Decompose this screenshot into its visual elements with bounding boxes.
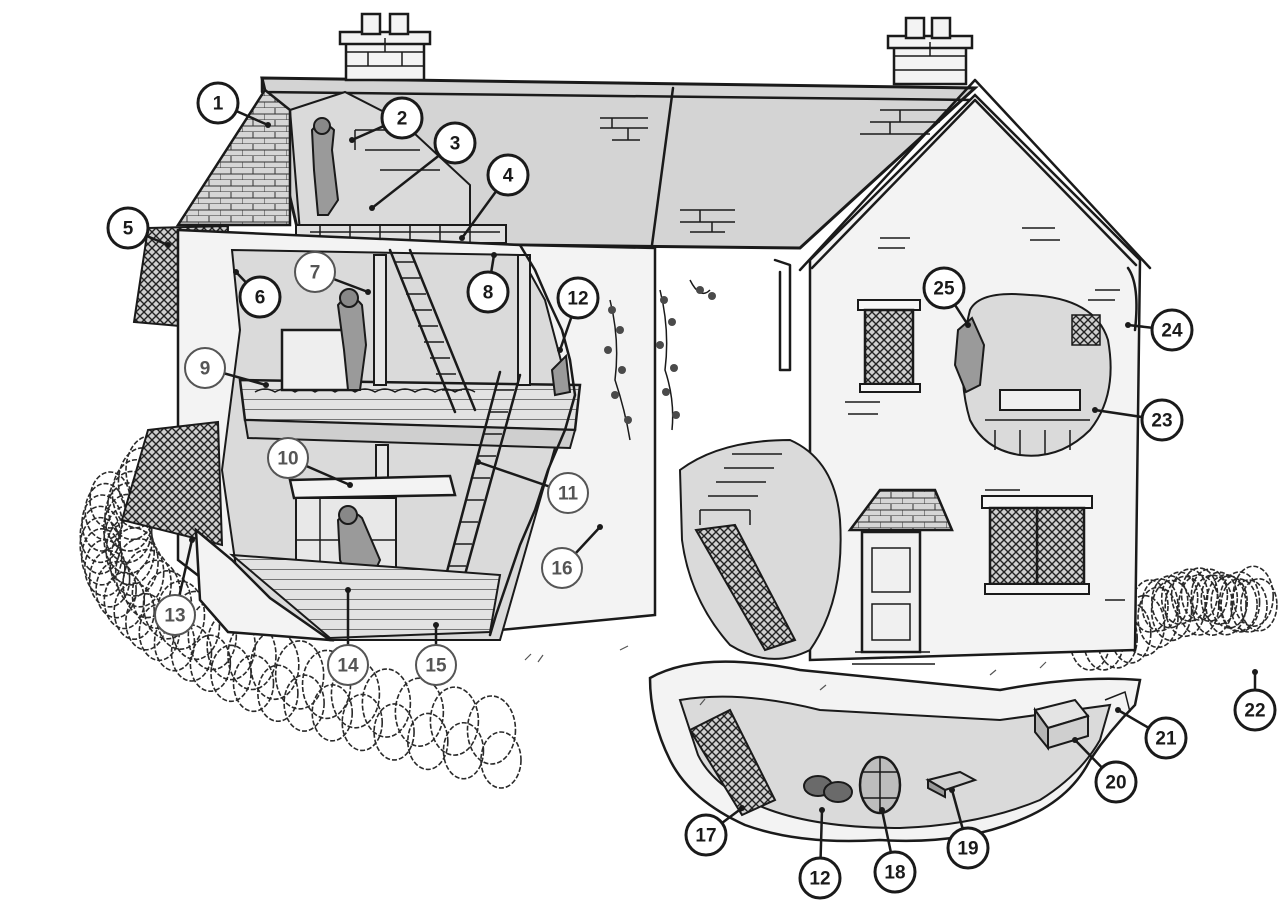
wire-coil [234, 655, 274, 711]
callout-number: 6 [255, 288, 266, 309]
callout-14: 14 [328, 645, 368, 685]
callout-number: 21 [1155, 729, 1177, 750]
wire-coil [430, 687, 478, 755]
callout-pointer-16 [597, 524, 603, 530]
callout-11: 11 [548, 473, 588, 513]
callout-13: 13 [155, 595, 195, 635]
callout-21: 21 [1146, 718, 1186, 758]
callout-number: 7 [310, 263, 321, 284]
callout-number: 16 [551, 559, 572, 580]
callout-number: 12 [809, 869, 830, 890]
callout-15: 15 [416, 645, 456, 685]
callout-23: 23 [1142, 400, 1182, 440]
callout-number: 11 [558, 484, 579, 505]
callout-17: 17 [686, 815, 726, 855]
wire-coil [104, 573, 144, 629]
wire-coil [362, 669, 410, 737]
callout-4: 4 [488, 155, 528, 195]
callout-pointer-10 [347, 482, 353, 488]
callout-number: 19 [957, 839, 978, 860]
callout-19: 19 [948, 828, 988, 868]
callout-20: 20 [1096, 762, 1136, 802]
callout-number: 12 [567, 289, 588, 310]
wire-coil [408, 713, 448, 769]
callout-pointer-11 [475, 459, 481, 465]
callout-number: 4 [503, 166, 514, 187]
callout-pointer-15 [433, 622, 439, 628]
cellar-cutaway [650, 662, 1140, 841]
callout-pointer-23 [1092, 407, 1098, 413]
callout-12: 12 [558, 278, 598, 318]
callout-pointer-20 [1072, 737, 1078, 743]
callout-number: 3 [450, 134, 461, 155]
callout-number: 8 [483, 283, 494, 304]
callout-pointer-1 [265, 122, 271, 128]
callout-16: 16 [542, 548, 582, 588]
wire-coil [481, 732, 521, 788]
chimney-left [340, 14, 430, 80]
callout-5: 5 [108, 208, 148, 248]
callout-pointer-5 [165, 242, 171, 248]
callout-pointer-12 [557, 347, 563, 353]
wire-coil [443, 723, 483, 779]
callout-25: 25 [924, 268, 964, 308]
callout-pointer-17 [739, 805, 745, 811]
chimney-right [888, 18, 972, 84]
callout-pointer-12b [819, 807, 825, 813]
callout-6: 6 [240, 277, 280, 317]
wire-coil [284, 675, 324, 731]
callout-number: 10 [277, 449, 298, 470]
callout-pointer-18 [879, 807, 885, 813]
callout-pointer-3 [369, 205, 375, 211]
callout-number: 18 [884, 863, 905, 884]
callout-number: 2 [397, 109, 408, 130]
callout-pointer-2 [349, 137, 355, 143]
callout-pointer-25 [965, 322, 971, 328]
callout-24: 24 [1152, 310, 1192, 350]
callout-number: 1 [213, 94, 224, 115]
callout-1: 1 [198, 83, 238, 123]
callout-8: 8 [468, 272, 508, 312]
callout-pointer-14 [345, 587, 351, 593]
callout-pointer-9 [263, 382, 269, 388]
wire-coil [395, 678, 443, 746]
wire-coil [1233, 566, 1273, 626]
callout-number: 15 [425, 656, 447, 677]
callout-18: 18 [875, 852, 915, 892]
callout-number: 25 [933, 279, 955, 300]
callout-number: 20 [1105, 773, 1126, 794]
wire-coil [467, 696, 515, 764]
callout-number: 13 [164, 606, 185, 627]
callout-pointer-8 [491, 252, 497, 258]
callout-9: 9 [185, 348, 225, 388]
wire-coil [1165, 576, 1205, 636]
callout-pointer-4 [459, 235, 465, 241]
callout-number: 5 [123, 219, 134, 240]
callout-pointer-7 [365, 289, 371, 295]
callout-number: 17 [695, 826, 716, 847]
callout-pointer-19 [949, 787, 955, 793]
callout-22: 22 [1235, 690, 1275, 730]
callout-12b: 12 [800, 858, 840, 898]
wire-coil [258, 665, 298, 721]
callout-pointer-6 [233, 269, 239, 275]
callout-3: 3 [435, 123, 475, 163]
callout-pointer-22 [1252, 669, 1258, 675]
callout-2: 2 [382, 98, 422, 138]
callout-10: 10 [268, 438, 308, 478]
callout-7: 7 [295, 252, 335, 292]
callout-number: 22 [1244, 701, 1265, 722]
callout-number: 24 [1161, 321, 1183, 342]
callout-pointer-13 [189, 537, 195, 543]
callout-number: 9 [200, 359, 211, 380]
left-wing [122, 230, 790, 640]
callout-pointer-24 [1125, 322, 1131, 328]
wire-coil [276, 641, 324, 709]
callout-number: 14 [337, 656, 359, 677]
callout-number: 23 [1151, 411, 1172, 432]
callout-pointer-21 [1115, 707, 1121, 713]
